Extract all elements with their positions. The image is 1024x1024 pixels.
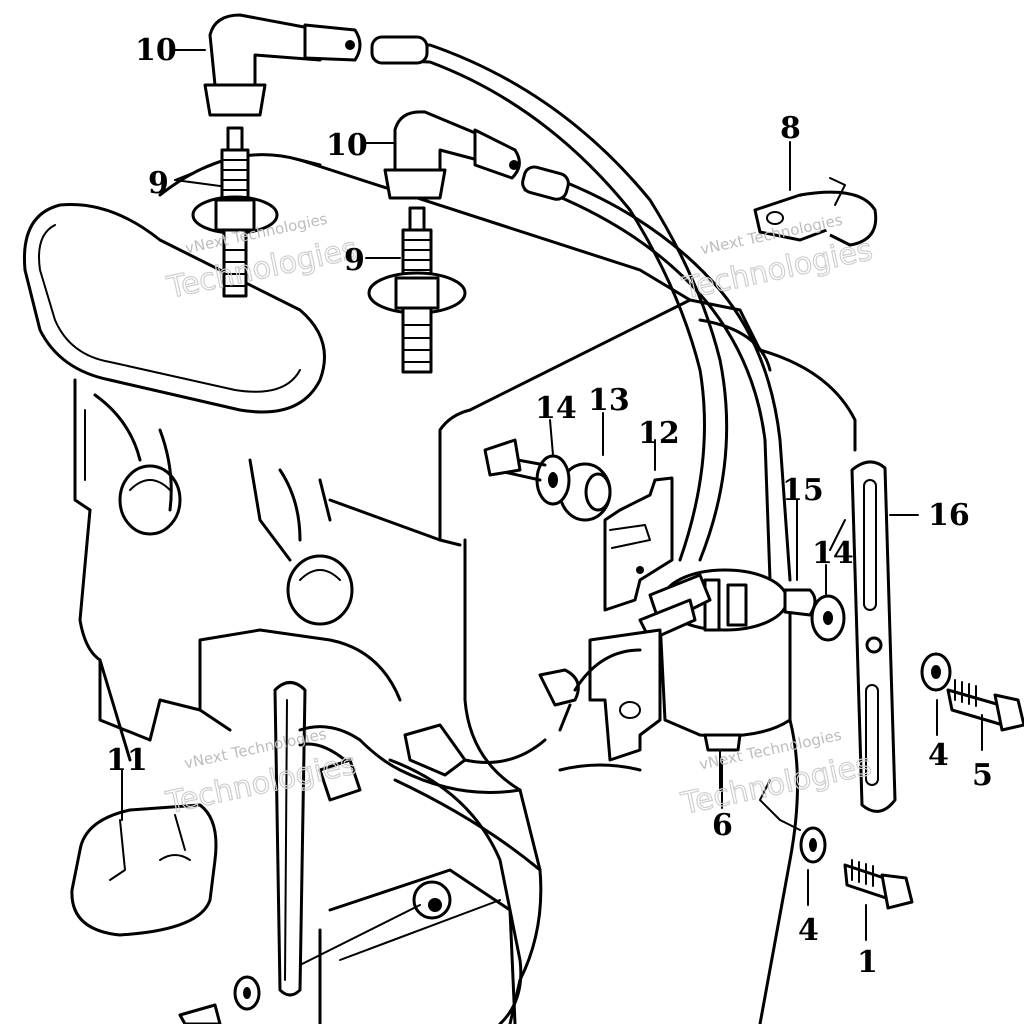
callout-10-lower: 10 [326,128,368,163]
spark-plug-wires [370,35,792,582]
watermark-bottom-left: vNext Technologies Technologies [162,725,360,822]
callout-4-upper: 4 [928,738,949,773]
callout-14-left: 14 [535,391,577,426]
spark-plug-left [191,126,279,298]
wire-clamp [753,177,878,247]
ignition-coil-assembly [483,438,846,791]
callout-labels: 10 10 9 9 8 14 13 12 15 14 16 4 5 6 4 1 … [106,33,993,980]
leader-lines [121,49,983,941]
callout-15: 15 [782,473,824,508]
spark-plug-cap-upper [203,13,362,117]
callout-5: 5 [972,758,993,793]
bolt-1 [843,859,914,910]
callout-10-upper: 10 [135,33,177,68]
callout-9-right: 9 [344,243,365,278]
callout-13: 13 [588,383,630,418]
callout-6: 6 [712,808,733,843]
callout-14-right: 14 [812,536,854,571]
bolt-5 [946,679,1024,732]
condenser [70,803,218,937]
callout-9-left: 9 [148,166,169,201]
mounting-strap [850,460,897,813]
callout-12: 12 [638,416,680,451]
wire-harness [273,681,547,997]
callout-16: 16 [928,498,970,533]
callout-11: 11 [106,743,148,778]
washer-4-lower [799,826,827,864]
callout-8: 8 [780,111,801,146]
spark-plug-right [367,206,467,374]
washer-4-upper [920,652,952,692]
engine-block [22,153,857,1024]
callout-4-lower: 4 [798,913,819,948]
spark-plug-cap-lower [383,110,521,200]
bolt-bottom-left [178,975,261,1024]
callout-1: 1 [857,945,878,980]
